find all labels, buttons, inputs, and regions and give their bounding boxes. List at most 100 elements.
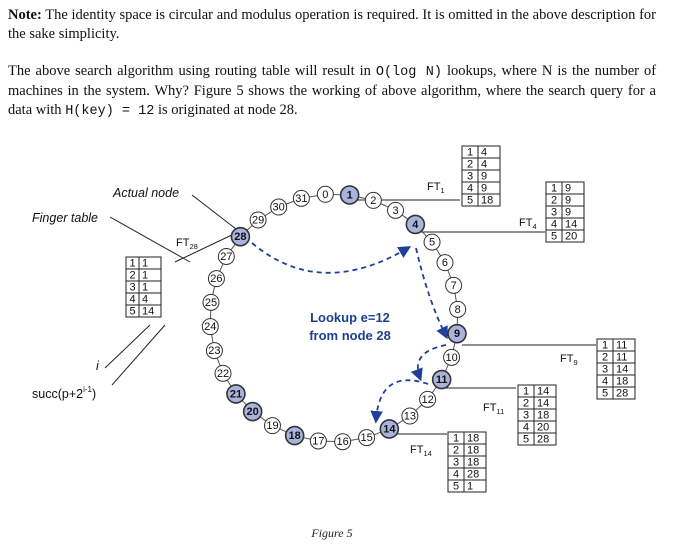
- table-cell-index: 4: [602, 376, 608, 388]
- ring-node-circle: [217, 247, 235, 265]
- table-cell-index: 1: [129, 258, 135, 270]
- arrow-4-to-9: [415, 247, 448, 340]
- ring-node-14: 14: [379, 419, 400, 439]
- table-frame: [545, 181, 585, 243]
- table-cell-index: 3: [551, 207, 557, 219]
- table-cell-index: 5: [129, 306, 135, 318]
- note-paragraph: Note: The identity space is circular and…: [8, 6, 656, 44]
- table-cell-successor: 9: [481, 171, 487, 183]
- table-cell-index: 4: [467, 183, 473, 195]
- ring-node-7: 7: [445, 276, 463, 294]
- table-frame: [596, 338, 636, 400]
- table-frame: [125, 256, 162, 318]
- ring-node-circle: [436, 254, 454, 272]
- description-paragraph: The above search algorithm using routing…: [8, 62, 656, 121]
- ring-node-label: 23: [208, 345, 220, 357]
- ring-node-30: 30: [270, 198, 288, 216]
- ring-node-circle: [419, 390, 437, 408]
- ring-node-18: 18: [284, 425, 305, 446]
- ring-node-circle: [309, 432, 327, 450]
- table-cell-index: 2: [551, 195, 557, 207]
- table-cell-index: 1: [467, 147, 473, 159]
- ring-node-label: 29: [252, 214, 264, 226]
- ring-node-25: 25: [202, 293, 220, 311]
- table-cell-index: 5: [602, 388, 608, 400]
- ring-node-circle: [358, 429, 376, 447]
- table-cell-successor: 18: [467, 457, 479, 469]
- ring-node-circle: [431, 369, 452, 390]
- table-cell-successor: 18: [467, 433, 479, 445]
- paragraph-text-3: is originated at node 28.: [154, 102, 298, 118]
- table-frame: [461, 145, 501, 207]
- table-cell-index: 2: [129, 270, 135, 282]
- ring-node-label: 10: [445, 352, 457, 364]
- table-cell-successor: 9: [565, 183, 571, 195]
- ring-node-0: 0: [316, 185, 334, 203]
- ring-node-28: 28: [230, 226, 251, 247]
- ring-node-label: 12: [421, 394, 433, 406]
- line-finger-table: [109, 216, 191, 263]
- ring-node-circle: [207, 270, 225, 288]
- pointer-lines: [104, 194, 596, 435]
- ring-node-circle: [379, 419, 400, 439]
- table-frame: [517, 384, 557, 446]
- table-cell-index: 3: [602, 364, 608, 376]
- hkey-code: H(key) = 12: [65, 104, 155, 119]
- table-cell-index: 4: [523, 422, 529, 434]
- note-text: The identity space is circular and modul…: [8, 7, 656, 42]
- ring-node-24: 24: [201, 318, 219, 336]
- ring-node-circle: [292, 189, 310, 207]
- table-cell-successor: 4: [481, 147, 487, 159]
- ring-node-label: 16: [337, 436, 349, 448]
- table-cell-index: 4: [129, 294, 135, 306]
- ring-node-label: 0: [322, 189, 328, 201]
- table-cell-successor: 9: [481, 183, 487, 195]
- ring-node-label: 17: [312, 436, 324, 448]
- table-cell-successor: 28: [467, 469, 479, 481]
- table-cell-index: 5: [523, 434, 529, 446]
- table-cell-index: 5: [467, 195, 473, 207]
- table-cell-successor: 1: [142, 270, 148, 282]
- table-cell-index: 3: [467, 171, 473, 183]
- actual-node-label: Actual node: [112, 186, 179, 200]
- table-cell-successor: 28: [537, 434, 549, 446]
- ring-node-5: 5: [423, 233, 441, 251]
- table-title: FT1: [427, 181, 445, 195]
- succ-label: succ(p+2i-1): [32, 385, 96, 401]
- finger-table-label: Finger table: [32, 211, 98, 225]
- ring-node-label: 31: [295, 193, 307, 205]
- table-cell-successor: 18: [616, 376, 628, 388]
- ring-node-label: 24: [204, 321, 216, 333]
- table-cell-successor: 14: [565, 219, 577, 231]
- ring-node-15: 15: [358, 429, 376, 447]
- arrow-28-to-4: [251, 242, 412, 274]
- ring-node-circle: [214, 364, 232, 382]
- ring-node-circle: [242, 401, 263, 422]
- ring-node-3: 3: [387, 201, 405, 219]
- ring-node-label: 25: [205, 297, 217, 309]
- ring-node-label: 20: [247, 406, 259, 418]
- ring-node-circle: [263, 417, 281, 435]
- table-cell-successor: 4: [481, 159, 487, 171]
- ring-node-circle: [447, 323, 467, 344]
- note-label: Note:: [8, 7, 42, 23]
- ring-node-circle: [201, 318, 219, 336]
- ring-node-circle: [226, 384, 246, 404]
- lookup-path: [251, 242, 448, 424]
- ring-node-circle: [205, 342, 223, 360]
- table-cell-index: 4: [453, 469, 459, 481]
- ring-node-4: 4: [405, 214, 426, 235]
- ring-node-label: 5: [429, 237, 435, 249]
- ring-node-circle: [423, 233, 441, 251]
- table-cell-index: 3: [129, 282, 135, 294]
- table-cell-successor: 1: [142, 282, 148, 294]
- table-cell-successor: 11: [616, 352, 627, 364]
- table-title: FT11: [483, 402, 504, 416]
- table-cell-index: 5: [453, 481, 459, 493]
